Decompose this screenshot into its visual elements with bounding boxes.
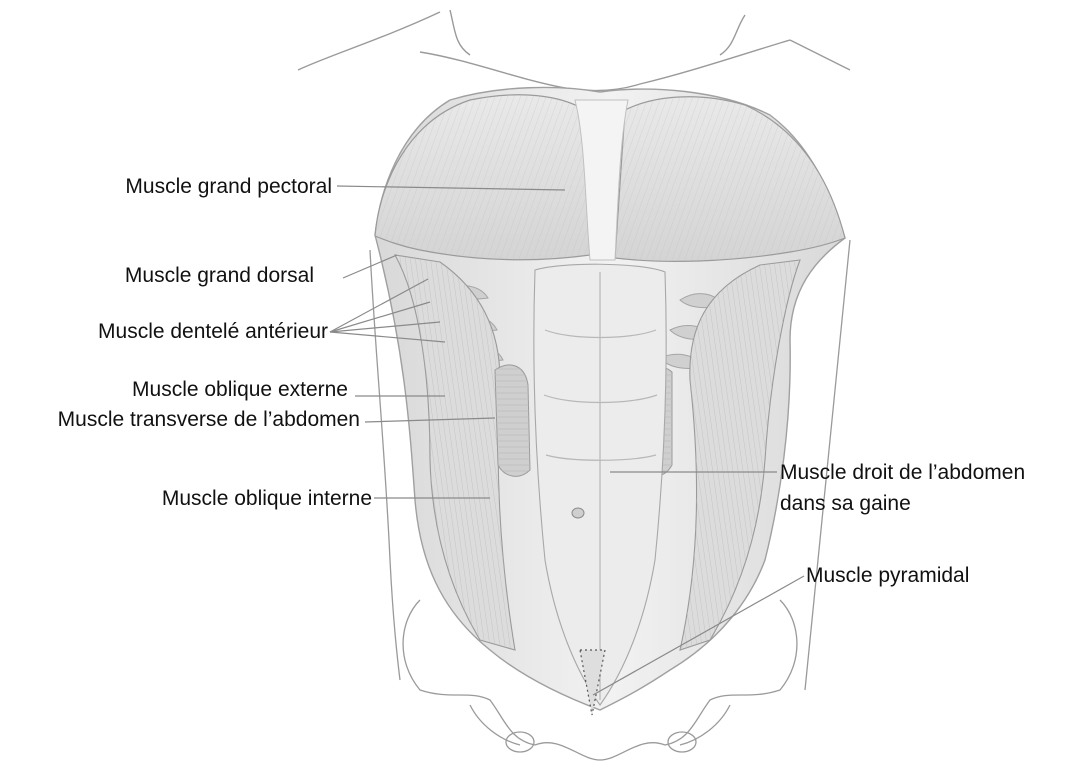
label-dentele-anterieur: Muscle dentelé antérieur [98, 319, 328, 345]
label-pyramidal: Muscle pyramidal [806, 563, 969, 589]
neck-outline [298, 10, 850, 91]
navel-icon [572, 508, 584, 518]
label-droit-line2: dans sa gaine [780, 491, 911, 517]
label-grand-dorsal: Muscle grand dorsal [125, 263, 314, 289]
label-transverse: Muscle transverse de l’abdomen [58, 407, 360, 433]
label-grand-pectoral: Muscle grand pectoral [125, 174, 332, 200]
label-oblique-externe: Muscle oblique externe [132, 377, 348, 403]
label-droit-line1: Muscle droit de l’abdomen [780, 460, 1025, 486]
label-oblique-interne: Muscle oblique interne [162, 486, 372, 512]
